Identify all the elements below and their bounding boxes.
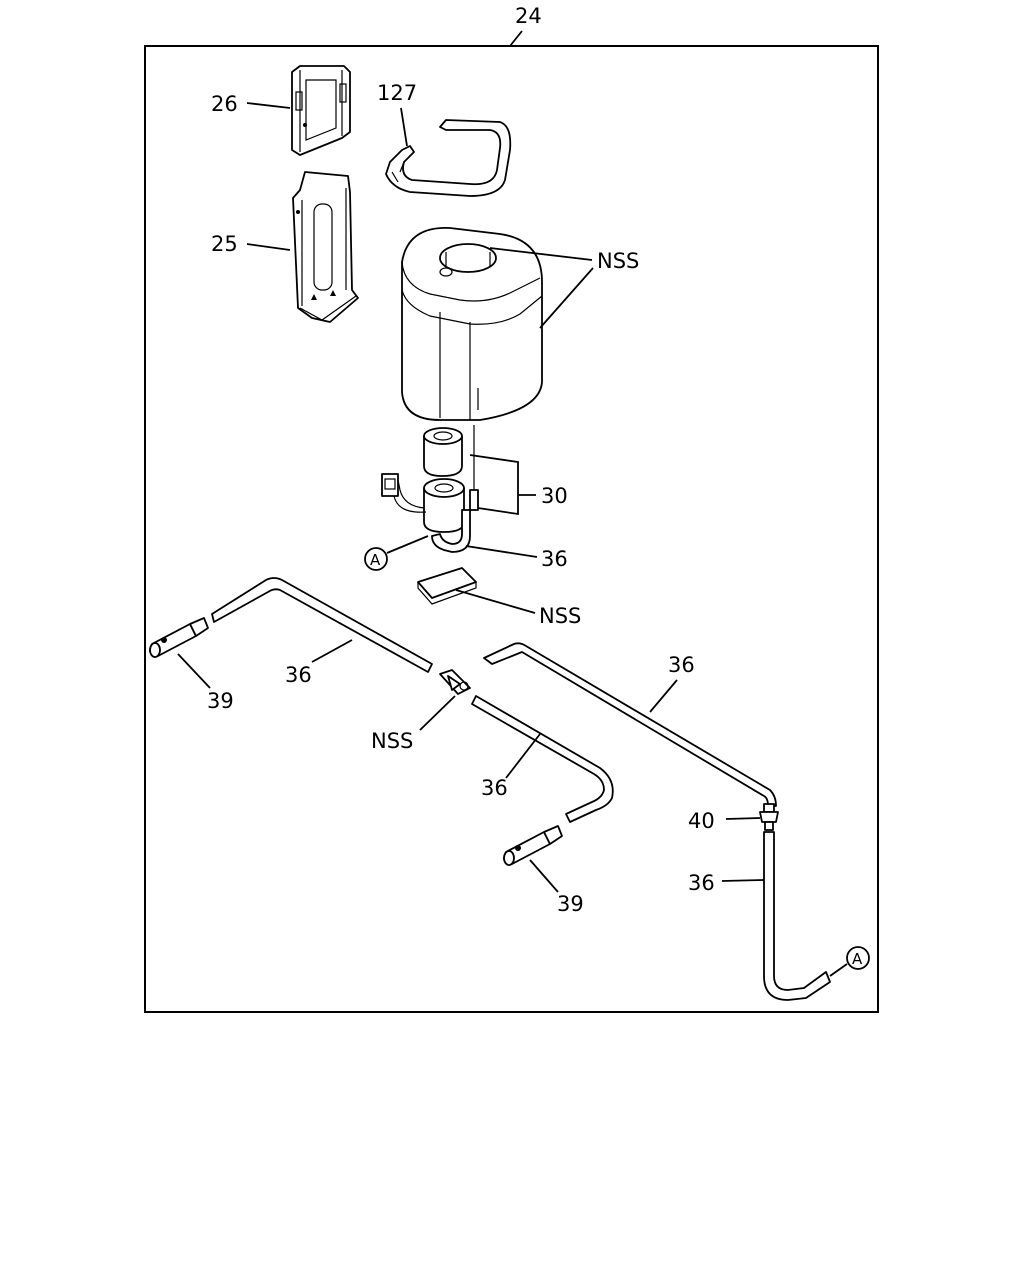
callout-39-left: 39 bbox=[207, 689, 234, 713]
leader-tee bbox=[419, 695, 456, 731]
ref-a-left: A bbox=[370, 551, 381, 569]
bracket-lower bbox=[292, 171, 359, 323]
leader-pad bbox=[455, 589, 536, 614]
leader-tank-cap bbox=[489, 247, 593, 261]
hose-right-long bbox=[483, 642, 777, 807]
leader-127 bbox=[400, 107, 408, 147]
callout-39-center: 39 bbox=[557, 892, 584, 916]
hose-left bbox=[211, 577, 433, 673]
hose-center bbox=[471, 695, 614, 823]
callout-36-right: 36 bbox=[668, 653, 695, 677]
tee-fitting bbox=[439, 669, 471, 695]
callout-36-bottom: 36 bbox=[688, 871, 715, 895]
washer-pump bbox=[381, 427, 479, 533]
leader-40 bbox=[725, 817, 761, 820]
leader-36-left bbox=[311, 639, 353, 663]
callout-36-left: 36 bbox=[285, 663, 312, 687]
check-valve bbox=[759, 803, 779, 831]
callout-30: 30 bbox=[541, 484, 568, 508]
callout-127: 127 bbox=[377, 81, 417, 105]
ref-a-right-circle bbox=[846, 946, 870, 970]
assembly-number-label: 24 bbox=[515, 4, 542, 28]
washer-tank bbox=[401, 227, 543, 421]
nozzle-center bbox=[503, 825, 563, 866]
assembly-leader bbox=[509, 30, 523, 47]
callout-25: 25 bbox=[211, 232, 238, 256]
leader-tank-body bbox=[539, 267, 594, 329]
callout-26: 26 bbox=[211, 92, 238, 116]
ref-a-left-circle bbox=[364, 547, 388, 571]
leader-39-left bbox=[177, 653, 211, 689]
leader-26 bbox=[246, 102, 291, 109]
hose-pump bbox=[431, 509, 471, 553]
callout-36-pump: 36 bbox=[541, 547, 568, 571]
hose-bottom bbox=[763, 831, 831, 1001]
callout-pad-nss: NSS bbox=[539, 604, 581, 628]
callout-tee-nss: NSS bbox=[371, 729, 413, 753]
leader-ref-a-right bbox=[829, 963, 848, 977]
callout-40: 40 bbox=[688, 809, 715, 833]
leader-36-center bbox=[505, 733, 541, 779]
callout-36-center: 36 bbox=[481, 776, 508, 800]
leader-39-center bbox=[529, 859, 559, 893]
callout-tank-nss: NSS bbox=[597, 249, 639, 273]
leader-36-bottom bbox=[721, 879, 765, 882]
ref-a-right: A bbox=[852, 950, 863, 968]
leader-ref-a-left bbox=[386, 535, 429, 554]
diagram-frame bbox=[144, 45, 879, 1013]
leader-30 bbox=[469, 454, 536, 516]
leader-25 bbox=[246, 243, 291, 251]
leader-36-right bbox=[649, 679, 678, 713]
strap bbox=[385, 119, 512, 197]
leader-36-pump bbox=[465, 545, 538, 558]
bracket-upper bbox=[291, 65, 351, 156]
nozzle-left bbox=[149, 617, 209, 658]
